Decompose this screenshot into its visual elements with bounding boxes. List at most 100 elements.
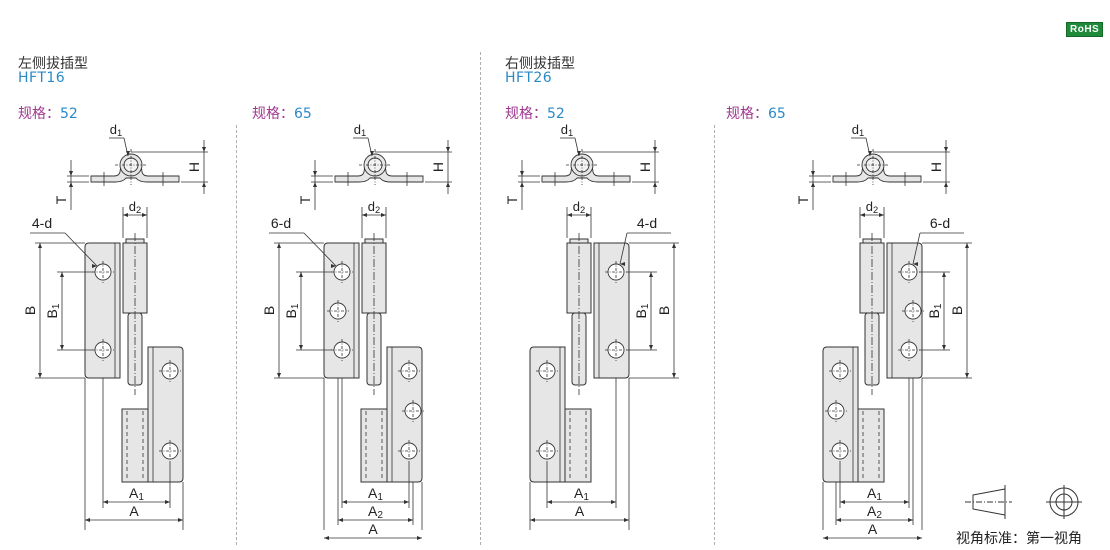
label-hole-count: 6-d bbox=[271, 215, 291, 231]
dimension-arrow bbox=[840, 500, 845, 504]
dimension-label: A2 bbox=[368, 503, 383, 521]
dimension-arrow bbox=[142, 213, 147, 217]
group-left-model: HFT16 bbox=[18, 70, 66, 86]
dimension-label: A bbox=[868, 521, 878, 537]
dimension-label: B bbox=[656, 306, 672, 315]
dimension-arrow bbox=[577, 151, 581, 156]
dimension-arrow bbox=[860, 213, 865, 217]
dimension-label: A bbox=[129, 503, 139, 519]
hole-callout: 6-d bbox=[912, 215, 964, 266]
dimension-arrow bbox=[331, 264, 336, 268]
dimension-arrow bbox=[547, 500, 552, 504]
dimension-arrow bbox=[879, 213, 884, 217]
spec-prefix: 规格： bbox=[18, 106, 60, 122]
lower-knuckle bbox=[360, 408, 388, 483]
dimension-arrow bbox=[446, 182, 450, 187]
dimension-arrow bbox=[904, 500, 909, 504]
dimension-arrow bbox=[446, 147, 450, 152]
dimension-label: A bbox=[575, 503, 585, 519]
spec-value: 52 bbox=[60, 106, 78, 122]
label-d2: d2 bbox=[368, 199, 380, 215]
label-d2: d2 bbox=[866, 199, 878, 215]
label-d1: d1 bbox=[110, 122, 122, 138]
dimension-label: B1 bbox=[44, 303, 62, 318]
leader-line bbox=[303, 232, 337, 267]
label-h: H bbox=[430, 162, 446, 172]
dimension-arrow bbox=[811, 182, 815, 187]
dimension-label: B1 bbox=[633, 303, 651, 318]
leader-line bbox=[619, 232, 628, 265]
dimension-label: A1 bbox=[867, 485, 882, 503]
lower-knuckle bbox=[121, 408, 149, 483]
label-d1: d1 bbox=[852, 122, 864, 138]
dimension-arrow bbox=[567, 213, 572, 217]
divider bbox=[714, 125, 715, 545]
dimension-label: A2 bbox=[867, 503, 882, 521]
dimension-arrow bbox=[672, 243, 676, 248]
dimension-label: A1 bbox=[574, 485, 589, 503]
label-d2: d2 bbox=[129, 199, 141, 215]
dimension-label: B bbox=[949, 306, 965, 315]
dimension-arrow bbox=[123, 213, 128, 217]
rohs-badge: RoHS bbox=[1066, 22, 1104, 37]
dimension-label: B bbox=[261, 306, 277, 315]
label-h: H bbox=[928, 162, 944, 172]
hinge-pin bbox=[366, 312, 382, 386]
dimension-arrow bbox=[370, 151, 374, 156]
dimension-arrow bbox=[362, 213, 367, 217]
dimension-arrow bbox=[324, 536, 329, 540]
label-hole-count: 4-d bbox=[637, 215, 657, 231]
lower-knuckle bbox=[857, 408, 885, 483]
dimension-arrow bbox=[408, 518, 413, 522]
dimension-arrow bbox=[381, 213, 386, 217]
spec-value: 52 bbox=[547, 106, 565, 122]
dimension-arrow bbox=[38, 373, 42, 378]
spec-value: 65 bbox=[294, 106, 312, 122]
dimension-arrow bbox=[69, 182, 73, 187]
dimension-arrow bbox=[277, 243, 281, 248]
spec-prefix: 规格： bbox=[726, 106, 768, 122]
dimension-arrow bbox=[942, 272, 946, 277]
dimension-arrow bbox=[586, 213, 591, 217]
dimension-arrow bbox=[944, 147, 948, 152]
lower-leaf bbox=[529, 346, 566, 483]
dimension-arrow bbox=[868, 151, 872, 156]
dimension-arrow bbox=[103, 500, 108, 504]
dimension-label: B1 bbox=[283, 303, 301, 318]
dimension-arrow bbox=[965, 373, 969, 378]
dimension-arrow bbox=[672, 373, 676, 378]
spec-label-4: 规格：65 bbox=[726, 103, 786, 123]
dimension-arrow bbox=[299, 345, 303, 350]
dimension-arrow bbox=[965, 243, 969, 248]
label-t: T bbox=[795, 195, 811, 204]
dimension-arrow bbox=[38, 243, 42, 248]
dimension-arrow bbox=[92, 264, 97, 268]
label-h: H bbox=[637, 162, 653, 172]
label-hole-count: 6-d bbox=[930, 215, 950, 231]
divider bbox=[236, 125, 237, 545]
label-d2: d2 bbox=[573, 199, 585, 215]
dimension-arrow bbox=[126, 151, 130, 156]
hole-callout: 6-d bbox=[269, 215, 337, 268]
dimension-arrow bbox=[60, 345, 64, 350]
dimension-arrow bbox=[338, 518, 343, 522]
dimension-arrow bbox=[624, 518, 629, 522]
spec-label-3: 规格：52 bbox=[505, 103, 565, 123]
spec-value: 65 bbox=[768, 106, 786, 122]
dimension-arrow bbox=[277, 373, 281, 378]
dimension-arrow bbox=[313, 171, 317, 176]
lower-knuckle bbox=[564, 408, 592, 483]
view-standard-caption: 视角标准：第一视角 bbox=[956, 531, 1082, 547]
dimension-arrow bbox=[202, 147, 206, 152]
hinge-pin bbox=[571, 312, 587, 386]
dimension-arrow bbox=[653, 182, 657, 187]
top-view: d1H T bbox=[795, 122, 950, 210]
dimension-arrow bbox=[520, 171, 524, 176]
dimension-arrow bbox=[620, 262, 625, 266]
dimension-arrow bbox=[178, 518, 183, 522]
